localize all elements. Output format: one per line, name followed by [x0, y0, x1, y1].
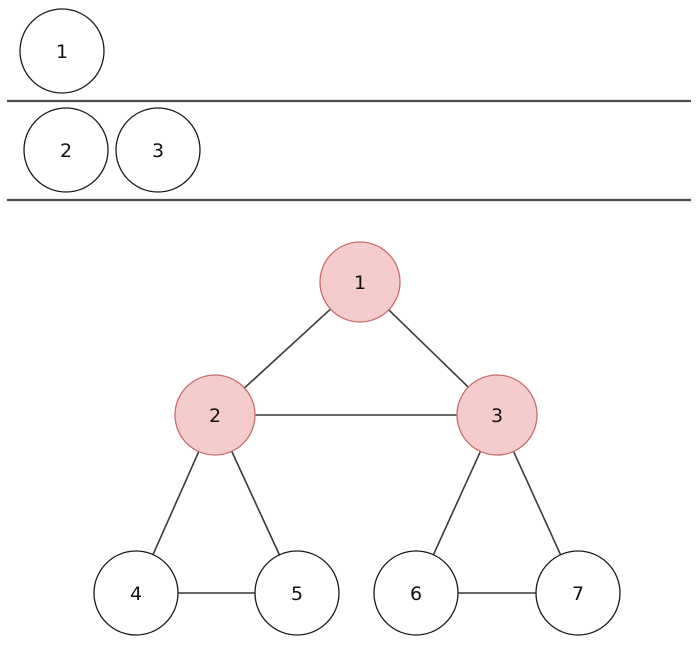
graph-node-label-7: 7 [572, 583, 584, 605]
graph-node-5[interactable]: 5 [254, 550, 340, 636]
graph-edge-2-4 [152, 451, 200, 555]
level-queue-group: 1 2 3 [19, 8, 201, 193]
graph-node-circle-2 [174, 374, 256, 456]
graph-edge-1-3 [388, 309, 469, 388]
graph-node-circle-7 [535, 550, 621, 636]
graph-node-circle-3 [456, 374, 538, 456]
level-divider-group [7, 99, 691, 202]
graph-node-label-6: 6 [410, 583, 422, 605]
graph-node-group: 1 2 3 4 5 6 7 [93, 241, 621, 636]
graph-node-label-3: 3 [491, 405, 503, 427]
graph-node-label-2: 2 [209, 405, 221, 427]
graph-edge-3-6 [432, 451, 482, 556]
graph-edge-3-7 [512, 451, 562, 556]
graph-node-label-5: 5 [291, 583, 303, 605]
graph-node-circle-5 [254, 550, 340, 636]
queue-node-circle-2 [23, 107, 109, 193]
graph-node-1[interactable]: 1 [319, 241, 401, 323]
graph-node-label-1: 1 [354, 272, 366, 294]
graph-node-circle-6 [373, 550, 459, 636]
graph-node-circle-1 [319, 241, 401, 323]
graph-node-3[interactable]: 3 [456, 374, 538, 456]
queue-node-circle-1 [19, 8, 105, 94]
graph-node-label-4: 4 [130, 583, 142, 605]
queue-node-label-1: 1 [56, 41, 68, 63]
graph-node-2[interactable]: 2 [174, 374, 256, 456]
graph-node-6[interactable]: 6 [373, 550, 459, 636]
queue-node-label-2: 2 [60, 140, 72, 162]
queue-node-1[interactable]: 1 [19, 8, 105, 94]
queue-node-3[interactable]: 3 [115, 107, 201, 193]
queue-node-circle-3 [115, 107, 201, 193]
graph-node-4[interactable]: 4 [93, 550, 179, 636]
queue-node-2[interactable]: 2 [23, 107, 109, 193]
graph-edge-1-2 [243, 308, 332, 389]
graph-edge-2-5 [231, 450, 281, 556]
graph-node-7[interactable]: 7 [535, 550, 621, 636]
graph-edge-group [152, 308, 562, 594]
queue-node-label-3: 3 [152, 140, 164, 162]
graph-node-circle-4 [93, 550, 179, 636]
